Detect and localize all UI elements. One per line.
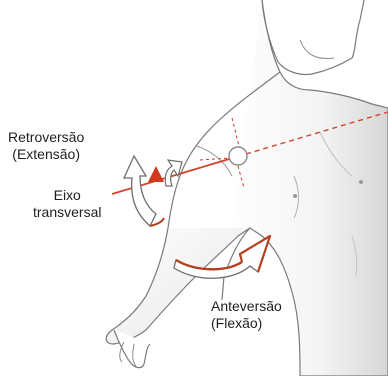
- label-retroversion-line1: Retroversão: [8, 129, 84, 146]
- retroversion-arrow: [124, 156, 164, 226]
- label-transverse-axis: Eixo transversal: [33, 187, 101, 221]
- label-anteversion-line2: (Flexão): [211, 315, 282, 332]
- label-anteversion-line1: Anteversão: [211, 298, 282, 315]
- joint-center: [229, 147, 247, 165]
- label-retroversion: Retroversão (Extensão): [8, 129, 84, 163]
- neck-outline: [262, 0, 364, 75]
- label-anteversion: Anteversão (Flexão): [211, 298, 282, 332]
- label-retroversion-line2: (Extensão): [8, 146, 84, 163]
- label-axis-line1: Eixo: [33, 187, 101, 204]
- label-axis-line2: transversal: [33, 204, 101, 221]
